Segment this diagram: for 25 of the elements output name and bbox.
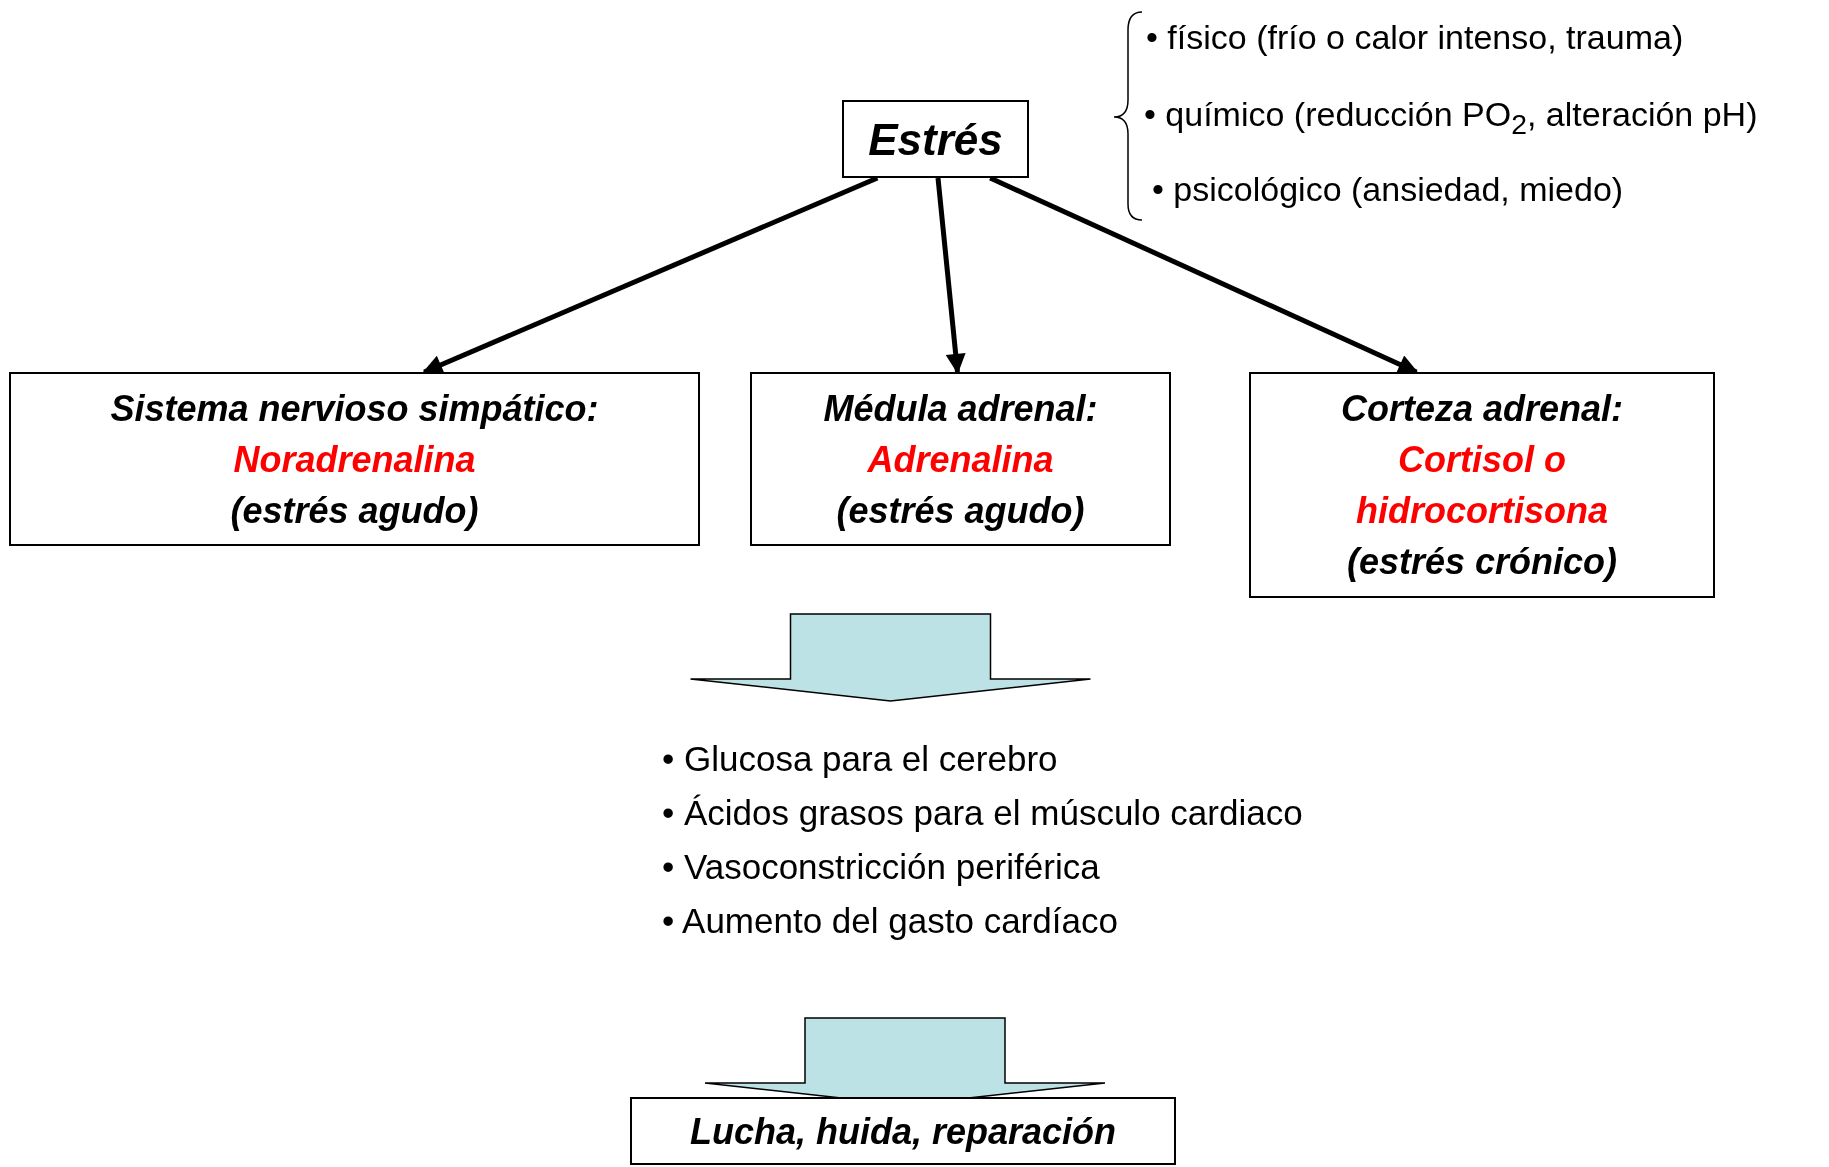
process-box (9, 372, 700, 546)
block-arrow (689, 613, 1092, 702)
list-item: • Vasoconstricción periférica (662, 846, 1101, 888)
list-item: • Glucosa para el cerebro (662, 738, 1059, 780)
box-heading: Sistema nervioso simpático: (109, 386, 600, 431)
list-item: • Aumento del gasto cardíaco (662, 900, 1119, 942)
arrow (935, 177, 966, 374)
process-box (842, 100, 1029, 178)
stress-type: (estrés crónico) (1345, 540, 1619, 584)
list-item: • Ácidos grasos para el músculo cardiaco (662, 792, 1303, 834)
hormone-name: Noradrenalina (232, 437, 477, 482)
process-box (1249, 372, 1715, 598)
box-title: Lucha, huida, reparación (688, 1109, 1118, 1154)
process-box (630, 1097, 1176, 1165)
list-item: • psicológico (ansiedad, miedo) (1152, 170, 1624, 209)
list-item: • químico (reducción PO$_{2}$, alteración pH) (1144, 95, 1758, 141)
hormone-name: Adrenalina (866, 437, 1055, 482)
box-heading: Corteza adrenal: (1339, 387, 1625, 431)
hormone-name: Cortisol o hidrocortisona (1355, 438, 1609, 533)
box-title: Estrés (867, 113, 1004, 165)
stress-type: (estrés agudo) (835, 488, 1086, 533)
process-box (750, 372, 1171, 546)
box-heading: Médula adrenal: (822, 386, 1099, 431)
stress-type: (estrés agudo) (229, 488, 480, 533)
list-item: • físico (frío o calor intenso, trauma) (1146, 18, 1684, 57)
